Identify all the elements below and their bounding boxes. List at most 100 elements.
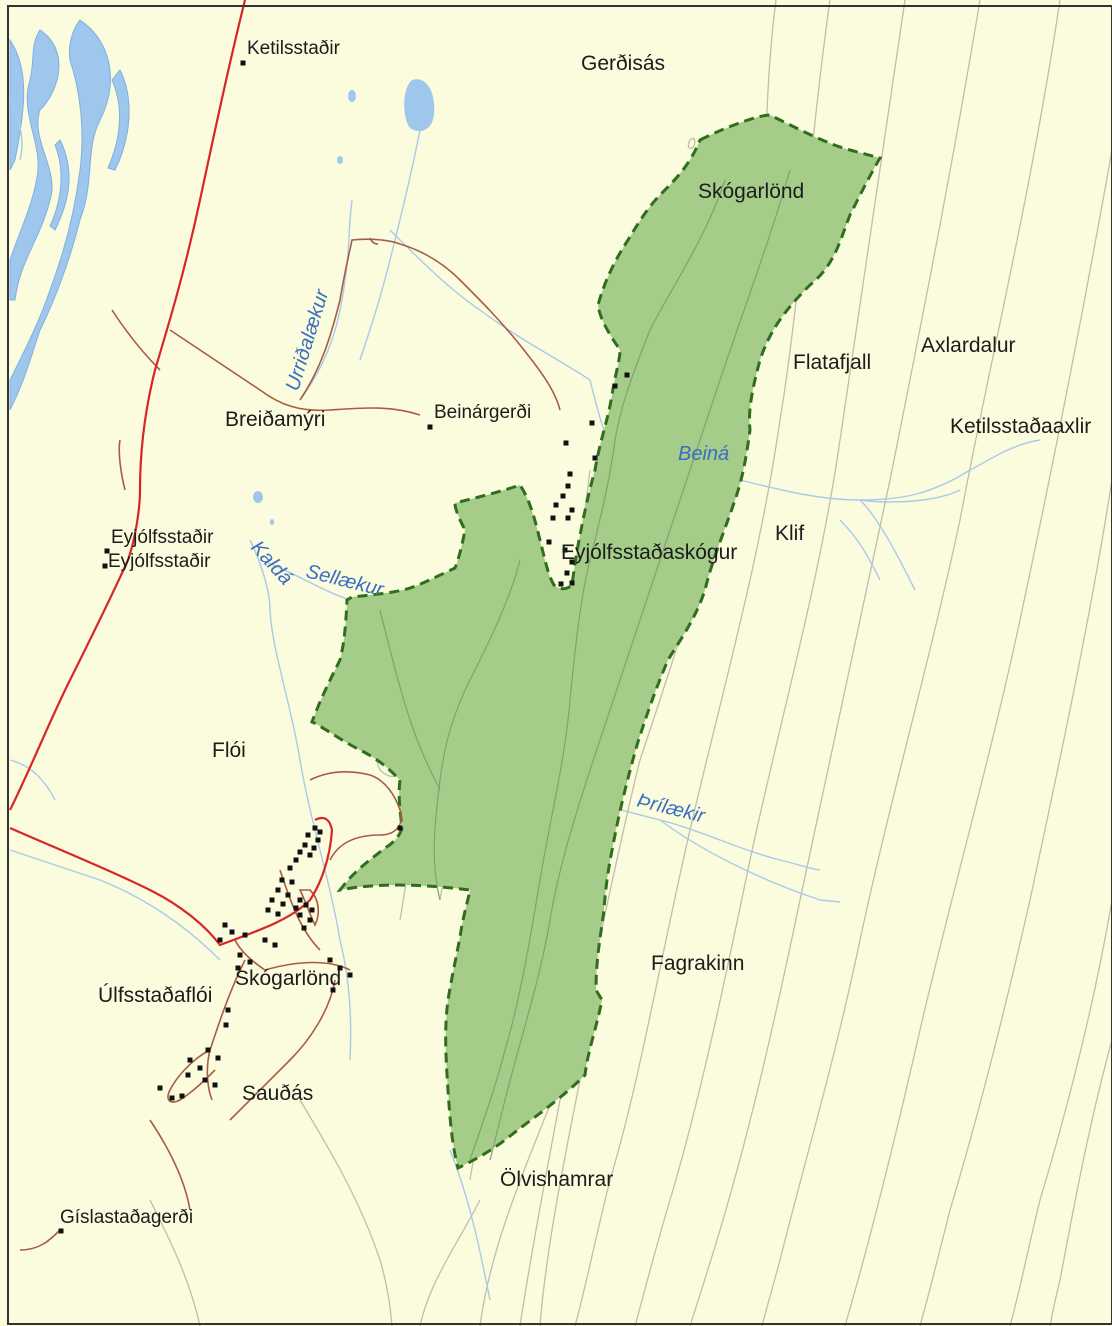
building-marker (307, 917, 313, 923)
label-olvishamrar: Ölvishamrar (500, 1168, 613, 1191)
label-eyjolfsstadir-1: Eyjólfsstaðir (111, 527, 214, 548)
building-marker (302, 842, 308, 848)
building-marker (307, 852, 313, 858)
buildings (58, 60, 630, 1234)
building-marker (553, 502, 559, 508)
label-saudas: Sauðás (242, 1082, 313, 1105)
building-marker (317, 829, 323, 835)
main-road (9, 0, 247, 811)
building-marker (289, 879, 295, 885)
minor-roads (19, 237, 561, 1251)
building-marker (567, 471, 573, 477)
building-marker (558, 581, 564, 587)
building-marker (222, 922, 228, 928)
building-marker (564, 570, 570, 576)
building-marker (265, 907, 271, 913)
building-marker (187, 1057, 193, 1063)
building-marker (563, 440, 569, 446)
building-marker (157, 1085, 163, 1091)
building-marker (550, 515, 556, 521)
building-marker (592, 455, 598, 461)
label-ulfsstadafloi: Úlfsstaðaflói (98, 984, 212, 1007)
building-marker (569, 507, 575, 513)
building-marker (212, 1082, 218, 1088)
label-skogarlond-south: Skógarlönd (235, 967, 341, 990)
place-labels: Ketilsstaðir Gerðisás Skógarlönd Axlarda… (60, 38, 1091, 1228)
building-marker (565, 515, 571, 521)
building-marker (309, 907, 315, 913)
building-marker (262, 937, 268, 943)
forest-area (310, 113, 883, 1171)
building-marker (247, 959, 253, 965)
building-marker (280, 901, 286, 907)
label-axlardalur: Axlardalur (921, 334, 1016, 357)
label-eyjolfsstadir-2: Eyjólfsstaðir (108, 551, 211, 572)
label-klif: Klif (775, 522, 804, 545)
label-beina: Beiná (678, 443, 729, 465)
label-ketilsstadir: Ketilsstaðir (247, 38, 341, 59)
building-marker (202, 1077, 208, 1083)
building-marker (275, 911, 281, 917)
building-marker (223, 1022, 229, 1028)
building-marker (301, 925, 307, 931)
building-marker (565, 483, 571, 489)
building-marker (312, 825, 318, 831)
building-marker (546, 539, 552, 545)
building-marker (589, 420, 595, 426)
building-marker (293, 905, 299, 911)
building-marker (58, 1228, 64, 1234)
river-west (9, 19, 130, 411)
building-marker (242, 932, 248, 938)
building-marker (297, 849, 303, 855)
building-marker (562, 547, 568, 553)
building-marker (275, 887, 281, 893)
building-marker (197, 1065, 203, 1071)
building-marker (185, 1072, 191, 1078)
building-marker (293, 857, 299, 863)
building-marker (327, 957, 333, 963)
building-marker (297, 897, 303, 903)
building-marker (235, 965, 241, 971)
lakes (253, 79, 435, 525)
building-marker (205, 1047, 211, 1053)
label-skogarlond-north: Skógarlönd (698, 180, 804, 203)
building-marker (297, 912, 303, 918)
building-marker (303, 902, 309, 908)
map-border (7, 5, 1112, 1325)
building-marker (560, 493, 566, 499)
label-gislastadagerdi: Gíslastaðagerði (60, 1207, 193, 1228)
building-marker (279, 877, 285, 883)
building-marker (269, 897, 275, 903)
label-breidamyri: Breiðamýri (225, 408, 325, 431)
building-marker (311, 845, 317, 851)
label-fagrakinn: Fagrakinn (651, 952, 744, 975)
building-marker (397, 825, 403, 831)
building-marker (237, 952, 243, 958)
building-marker (569, 580, 575, 586)
building-marker (102, 563, 108, 569)
label-eyjolfsstadaskogur: Eyjólfsstaðaskógur (561, 541, 737, 564)
building-marker (169, 1095, 175, 1101)
building-marker (225, 1007, 231, 1013)
label-beinargerdi: Beinárgerði (434, 402, 531, 423)
building-marker (272, 942, 278, 948)
label-gerdisas: Gerðisás (581, 52, 665, 75)
label-ketilsstadaaxlir: Ketilsstaðaaxlir (950, 415, 1091, 438)
building-marker (347, 972, 353, 978)
building-marker (104, 548, 110, 554)
building-marker (330, 987, 336, 993)
building-marker (240, 60, 246, 66)
forest-contours (379, 169, 791, 1161)
label-flatafjall: Flatafjall (793, 351, 871, 374)
building-marker (612, 383, 618, 389)
building-marker (624, 372, 630, 378)
building-marker (305, 832, 311, 838)
building-marker (287, 865, 293, 871)
building-marker (427, 424, 433, 430)
building-marker (337, 965, 343, 971)
building-marker (229, 929, 235, 935)
building-marker (217, 937, 223, 943)
building-marker (569, 559, 575, 565)
